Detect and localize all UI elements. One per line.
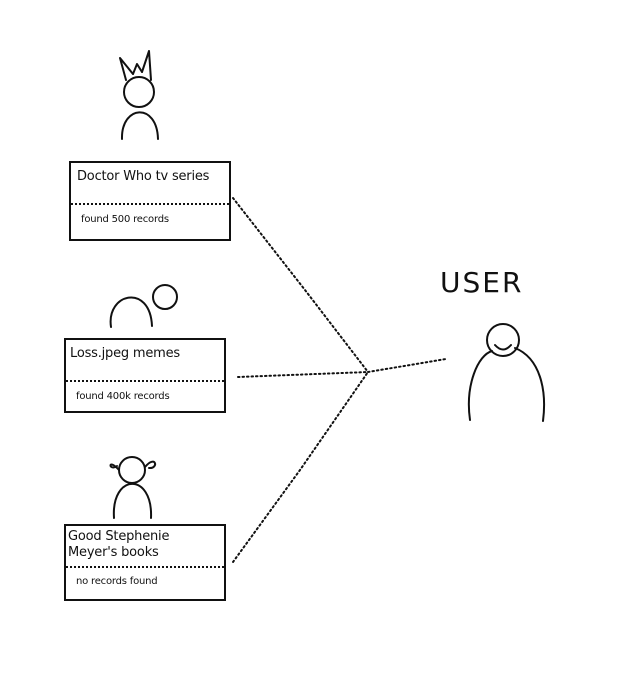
source-card-loss-memes: Loss.jpeg memes found 400k records [64, 338, 226, 413]
divider [66, 380, 224, 382]
source-status: found 400k records [76, 391, 170, 402]
source-title: Doctor Who tv series [77, 169, 210, 184]
source-title: Good Stephenie Meyer's books [68, 529, 170, 560]
divider [71, 203, 229, 205]
user-label: USER [440, 266, 524, 299]
pigtails-figure-icon [109, 456, 157, 519]
connector-source-1 [232, 197, 369, 373]
connector-user [367, 358, 447, 373]
bent-figure-icon [109, 284, 178, 328]
source-status: found 500 records [81, 214, 169, 225]
horned-figure-icon [119, 50, 159, 140]
source-card-doctor-who: Doctor Who tv series found 500 records [69, 161, 231, 241]
connector-lines [232, 197, 447, 563]
source-card-meyer-books: Good Stephenie Meyer's books no records … [64, 524, 226, 601]
connector-source-2 [237, 371, 369, 378]
divider [66, 566, 224, 568]
user-figure-icon [468, 323, 546, 422]
source-title: Loss.jpeg memes [70, 346, 180, 361]
connector-source-3 [232, 371, 369, 563]
source-status: no records found [76, 576, 158, 587]
